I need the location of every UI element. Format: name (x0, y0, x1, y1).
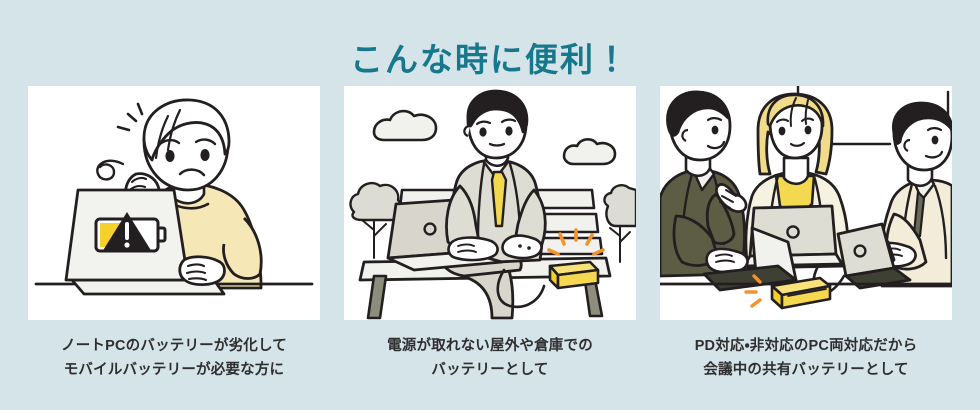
panel-row: ノートPCのバッテリーが劣化して モバイルバッテリーが必要な方に (28, 86, 952, 386)
panel-1-caption: ノートPCのバッテリーが劣化して モバイルバッテリーが必要な方に (61, 338, 287, 378)
use-case-panel-2: 電源が取れない屋外や倉庫での バッテリーとして (344, 86, 636, 386)
illustration-businessman-park-bench (344, 86, 636, 320)
panel-3-caption: PD対応・非対応のPC両対応だから 会議中の共有バッテリーとして (694, 338, 918, 378)
use-case-panel-3: PD対応・非対応のPC両対応だから 会議中の共有バッテリーとして (660, 86, 952, 386)
page-title: こんな時に便利！ (350, 41, 630, 79)
panel-2-caption: 電源が取れない屋外や倉庫での バッテリーとして (387, 338, 593, 378)
use-case-panel-1: ノートPCのバッテリーが劣化して モバイルバッテリーが必要な方に (28, 86, 320, 386)
illustration-meeting-shared-battery (660, 86, 952, 320)
illustration-worried-person-laptop (28, 86, 320, 320)
